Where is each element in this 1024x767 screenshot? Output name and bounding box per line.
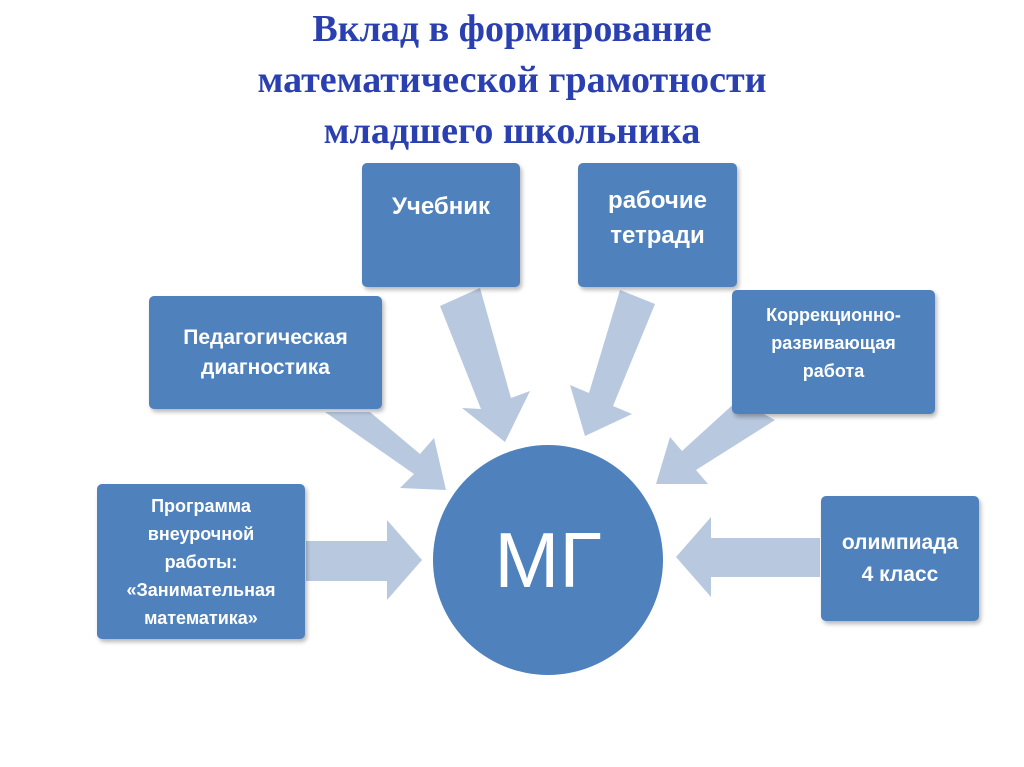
node-programma-label: Программа внеурочной работы: «Заниматель… — [126, 495, 276, 628]
center-node-mg: МГ — [433, 445, 663, 675]
center-node-label: МГ — [494, 515, 602, 604]
node-tetradi-label: рабочие тетради — [608, 187, 707, 249]
node-korrekcia: Коррекционно- развивающая работа — [732, 290, 935, 414]
slide-title: Вклад в формирование математической грам… — [257, 8, 767, 152]
arrow-from-korrekcia — [656, 400, 775, 484]
arrow-from-programma — [306, 520, 422, 600]
arrow-from-uchebnik — [440, 288, 530, 442]
node-programma: Программа внеурочной работы: «Заниматель… — [97, 484, 305, 639]
node-diagnostika-label: Педагогическая диагностика — [183, 325, 348, 379]
arrow-from-diagnostika — [325, 412, 446, 490]
arrow-from-olimpiada — [676, 517, 820, 597]
node-korrekcia-label: Коррекционно- развивающая работа — [766, 305, 901, 381]
arrow-from-tetradi — [570, 290, 655, 436]
node-tetradi: рабочие тетради — [578, 163, 737, 287]
node-uchebnik: Учебник — [362, 163, 520, 287]
node-olimpiada-label: олимпиада 4 класс — [841, 530, 959, 586]
node-diagnostika: Педагогическая диагностика — [149, 296, 382, 409]
node-olimpiada: олимпиада 4 класс — [821, 496, 979, 621]
node-uchebnik-label: Учебник — [392, 193, 490, 220]
